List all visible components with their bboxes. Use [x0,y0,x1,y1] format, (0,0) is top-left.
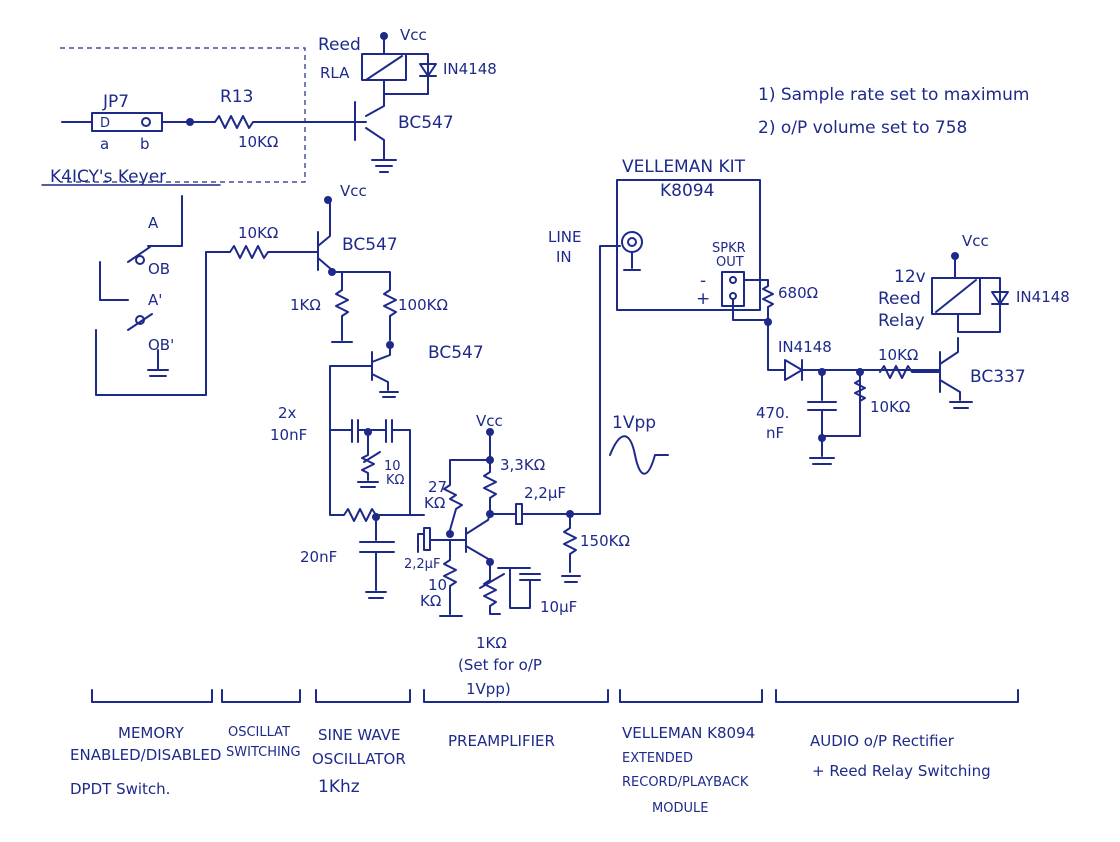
preamp-r-load: 150KΩ [580,532,630,550]
section-brackets [91,689,1019,703]
section-sine-3: 1Khz [318,777,360,797]
osc-cap-out: 20nF [300,548,337,566]
preamp-r-bot-1: 10 [428,576,447,594]
section-rectifier-1: AUDIO o/P Rectifier [810,732,955,750]
rect-r-shunt: 10KΩ [870,398,910,416]
rect-diode-label: IN4148 [778,338,832,356]
section-sine-2: OSCILLATOR [312,750,406,768]
preamp-c-out: 2,2µF [524,484,566,502]
top-transistor-label: BC547 [398,113,454,133]
switch-a2: A' [148,291,162,309]
oscillator-section: Vcc 10KΩ BC547 1KΩ 100KΩ BC547 2x 10nF 1… [229,182,484,599]
velleman-module-box [616,179,761,311]
osc-r-c: 100KΩ [398,296,448,314]
resistor-osc-in [229,245,319,259]
notes: 1) Sample rate set to maximum 2) o/P vol… [758,85,1029,138]
rect-cap-2: nF [766,424,784,442]
section-switching-2: SWITCHING [226,745,301,760]
relay-name: Reed [318,35,361,55]
top-diode-label: IN4148 [443,60,497,78]
rect-relay-1: 12v [894,267,926,287]
osc-cap-label-2: 10nF [270,426,307,444]
switch-a: A [148,214,159,232]
section-memory-3: DPDT Switch. [70,780,170,798]
preamp-r-top-1: 27 [428,478,447,496]
velleman-r-load: 680Ω [778,284,818,302]
preamp-r-top-2: KΩ [424,494,445,512]
section-rectifier-2: + Reed Relay Switching [812,762,991,780]
preamp-c-in: 2,2µF [404,557,440,572]
rectifier-section: IN4148 470. nF 10KΩ 10KΩ BC337 Vcc IN414… [756,232,1070,465]
note-2: 2) o/P volume set to 758 [758,118,967,138]
preamp-signal: 1Vpp [612,413,656,433]
section-velleman-3: RECORD/PLAYBACK [622,775,749,790]
preamp-r-bot-2: KΩ [420,592,441,610]
rect-vcc: Vcc [962,232,989,250]
rect-cap-1: 470. [756,404,789,422]
jumper-pin-a: a [100,135,109,153]
osc-r-e: 1KΩ [290,296,321,314]
rect-r-base: 10KΩ [878,346,918,364]
line-in-jack [621,231,643,253]
osc-cap-label-1: 2x [278,404,297,422]
r13-value: 10KΩ [238,133,278,151]
dpdt-switch: A OB A' OB' [95,195,231,396]
osc-pot-1: 10 [384,459,401,474]
preamp-section: Vcc 27 KΩ 3,3KΩ 2,2µF 2,2µF 10 KΩ 10µF 1… [404,245,669,698]
section-sine-1: SINE WAVE [318,726,400,744]
rect-relay-diode: IN4148 [1016,288,1070,306]
switch-b2: OB' [148,336,174,354]
osc-q1: BC547 [342,235,398,255]
jumper-position: D [100,116,110,131]
section-labels: MEMORY ENABLED/DISABLED DPDT Switch. OSC… [70,724,991,816]
keyer-dashed-border [60,47,306,183]
velleman-line-in-2: IN [556,248,572,266]
keyer-label: K4ICY's Keyer [50,167,166,187]
jumper-label: JP7 [102,92,129,112]
preamp-c-e: 10µF [540,598,577,616]
r13-label: R13 [220,87,253,107]
keyer-section: K4ICY's Keyer JP7 D a b R13 10KΩ [41,47,356,187]
osc-r-in: 10KΩ [238,224,278,242]
velleman-title-2: K8094 [660,181,714,201]
section-switching-1: OSCILLAT [228,725,290,740]
resistor-r13 [214,115,356,129]
velleman-plus: + [696,289,710,309]
section-velleman-2: EXTENDED [622,751,693,766]
note-1: 1) Sample rate set to maximum [758,85,1029,105]
section-velleman-4: MODULE [652,801,708,816]
preamp-pot: 1KΩ [476,634,507,652]
preamp-r-c: 3,3KΩ [500,456,545,474]
velleman-title-1: VELLEMAN KIT [622,157,746,177]
switch-b: OB [148,260,170,278]
rect-transistor: BC337 [970,367,1026,387]
top-relay-stage: Reed RLA Vcc IN4148 BC547 [318,26,497,173]
jumper-pin-b: b [140,135,150,153]
section-preamp: PREAMPLIFIER [448,732,555,750]
rect-relay-2: Reed [878,289,921,309]
section-memory-2: ENABLED/DISABLED [70,746,221,764]
preamp-pot-note-2: 1Vpp) [466,680,511,698]
velleman-spkr-2: OUT [716,255,744,270]
velleman-line-in-1: LINE [548,228,581,246]
section-memory-1: MEMORY [118,724,185,742]
velleman-section: VELLEMAN KIT K8094 LINE IN SPKR OUT - + … [548,157,818,326]
section-velleman-1: VELLEMAN K8094 [622,724,755,742]
rect-relay-3: Relay [878,311,925,331]
osc-pot-2: KΩ [386,473,405,488]
preamp-vcc: Vcc [476,412,503,430]
osc-q2: BC547 [428,343,484,363]
velleman-minus: - [700,271,706,291]
relay-ref: RLA [320,64,350,82]
preamp-pot-note-1: (Set for o/P [458,656,542,674]
vcc-top: Vcc [400,26,427,44]
velleman-spkr-1: SPKR [712,241,746,256]
osc-vcc: Vcc [340,182,367,200]
